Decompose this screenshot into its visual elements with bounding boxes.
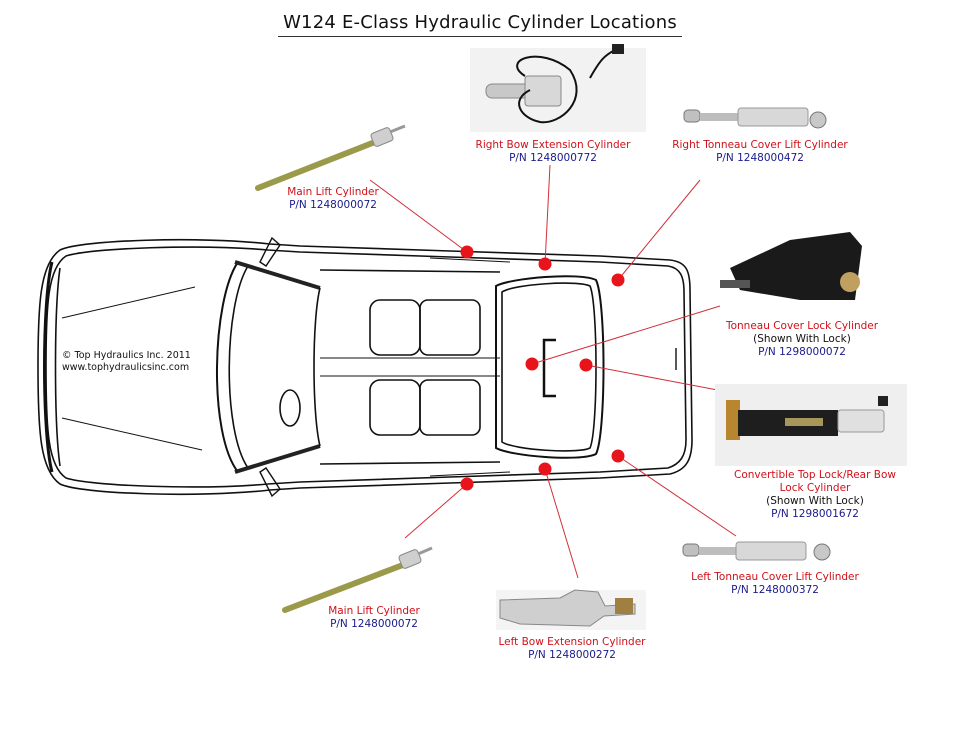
part-name: Left Tonneau Cover Lift Cylinder	[691, 571, 859, 583]
website-url: www.tophydraulicsinc.com	[62, 362, 190, 373]
part-number: P/N 1248000372	[731, 584, 819, 596]
part-number: P/N 1248000772	[509, 152, 597, 164]
leader-line-main-lift-left	[404, 483, 468, 539]
label-right-bow-extension: Right Bow Extension Cylinder P/N 1248000…	[468, 139, 638, 165]
diagram-title: W124 E-Class Hydraulic Cylinder Location…	[278, 12, 682, 37]
part-number: P/N 1298001672	[771, 508, 859, 520]
part-name: Main Lift Cylinder	[287, 186, 379, 198]
label-main-lift-right: Main Lift Cylinder P/N 1248000072	[268, 186, 398, 212]
location-markers	[460, 245, 625, 491]
part-note: (Shown With Lock)	[766, 495, 864, 507]
part-name-line2: Lock Cylinder	[779, 482, 851, 494]
part-name: Convertible Top Lock/Rear Bow	[734, 469, 896, 481]
photo-main-lift-cylinder-bottom	[282, 546, 433, 613]
label-left-tonneau-lift: Left Tonneau Cover Lift Cylinder P/N 124…	[678, 571, 872, 597]
leader-line-left-tonneau-lift	[617, 455, 737, 537]
leader-lines	[369, 164, 737, 579]
part-number: P/N 1248000472	[716, 152, 804, 164]
part-name: Left Bow Extension Cylinder	[498, 636, 646, 648]
marker-right-bow-extension	[538, 257, 552, 271]
leader-line-top-lock-rear-bow	[585, 364, 729, 393]
label-main-lift-left: Main Lift Cylinder P/N 1248000072	[309, 605, 439, 631]
marker-left-tonneau-lift	[611, 449, 625, 463]
label-tonneau-lock: Tonneau Cover Lock Cylinder (Shown With …	[712, 320, 892, 359]
label-right-tonneau-lift: Right Tonneau Cover Lift Cylinder P/N 12…	[662, 139, 858, 165]
copyright-line: © Top Hydraulics Inc. 2011	[62, 350, 191, 361]
part-number: P/N 1248000072	[330, 618, 418, 630]
photo-right-tonneau-cover-lift-cylinder	[683, 107, 827, 129]
photo-main-lift-cylinder-top	[255, 124, 406, 191]
photo-right-bow-extension-cylinder	[470, 44, 646, 132]
leader-line-left-bow-extension	[544, 468, 579, 579]
copyright-notice: © Top Hydraulics Inc. 2011 www.tophydrau…	[62, 350, 191, 374]
label-left-bow-extension: Left Bow Extension Cylinder P/N 12480002…	[486, 636, 658, 662]
part-name: Right Bow Extension Cylinder	[475, 139, 631, 151]
leader-line-tonneau-lock	[531, 305, 721, 365]
photo-convertible-top-lock-cylinder	[715, 384, 907, 466]
part-name: Tonneau Cover Lock Cylinder	[725, 320, 879, 332]
marker-main-lift-left	[460, 477, 474, 491]
part-name: Main Lift Cylinder	[328, 605, 420, 617]
part-number: P/N 1248000072	[289, 199, 377, 211]
part-note: (Shown With Lock)	[753, 333, 851, 345]
marker-left-bow-extension	[538, 462, 552, 476]
part-number: P/N 1248000272	[528, 649, 616, 661]
label-top-lock-rear-bow: Convertible Top Lock/Rear Bow Lock Cylin…	[720, 469, 910, 521]
leader-line-right-bow-extension	[544, 164, 551, 265]
leader-line-main-lift-right	[369, 179, 468, 253]
photo-tonneau-cover-lock-cylinder	[720, 232, 862, 300]
marker-tonneau-lock	[525, 357, 539, 371]
marker-top-lock-rear-bow	[579, 358, 593, 372]
part-name: Right Tonneau Cover Lift Cylinder	[672, 139, 848, 151]
leader-line-right-tonneau-lift	[617, 179, 701, 281]
photo-left-bow-extension-cylinder	[496, 589, 646, 630]
photo-left-tonneau-cover-lift-cylinder	[682, 541, 831, 561]
marker-right-tonneau-lift	[611, 273, 625, 287]
car-body-outline	[37, 236, 693, 498]
part-number: P/N 1298000072	[758, 346, 846, 358]
marker-main-lift-right	[460, 245, 474, 259]
